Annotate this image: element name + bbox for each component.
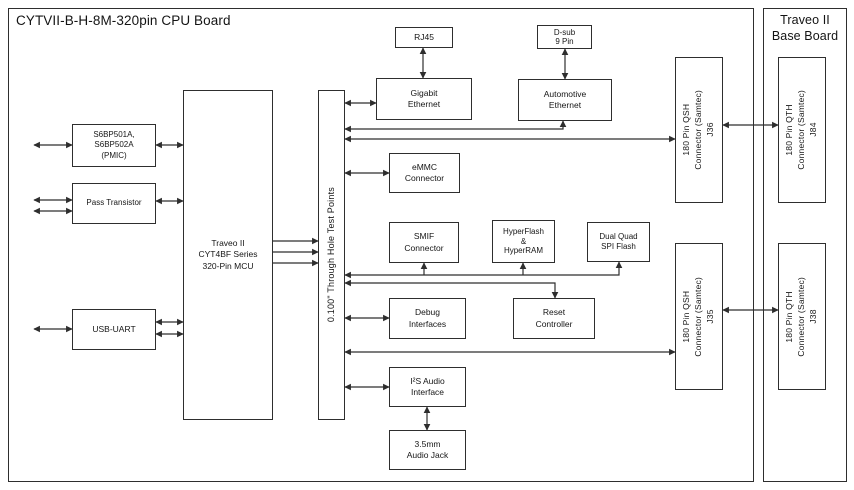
rj45-block: RJ45 — [395, 27, 453, 48]
j35-connector: 180 Pin QSH Connector (Samtec) J35 — [675, 243, 723, 390]
smif-label: SMIF Connector — [404, 231, 444, 253]
j84-connector: 180 Pin QTH Connector (Samtec) J84 — [778, 57, 826, 203]
dual-quad-spi-block: Dual Quad SPI Flash — [587, 222, 650, 262]
pmic-block: S6BP501A, S6BP502A (PMIC) — [72, 124, 156, 167]
emmc-block: eMMC Connector — [389, 153, 460, 193]
usb-uart-label: USB-UART — [92, 323, 136, 334]
debug-interfaces-label: Debug Interfaces — [408, 307, 447, 329]
cpu-board-outline — [8, 8, 754, 482]
test-points-bar: 0.100" Through Hole Test Points — [318, 90, 345, 420]
j84-label: 180 Pin QTH Connector (Samtec) J84 — [784, 90, 818, 170]
rj45-label: RJ45 — [414, 31, 434, 42]
j38-label: 180 Pin QTH Connector (Samtec) J38 — [784, 276, 818, 357]
emmc-label: eMMC Connector — [404, 161, 445, 183]
dsub-label: D-sub 9 Pin — [553, 27, 576, 46]
cpu-board-title: CYTVII-B-H-8M-320pin CPU Board — [16, 13, 231, 28]
automotive-ethernet-block: Automotive Ethernet — [518, 79, 612, 121]
audio-jack-label: 3.5mm Audio Jack — [406, 438, 449, 460]
dual-quad-spi-label: Dual Quad SPI Flash — [599, 231, 638, 251]
automotive-ethernet-label: Automotive Ethernet — [543, 88, 587, 110]
i2s-audio-label: I²S Audio Interface — [410, 375, 445, 397]
base-board-title: Traveo II Base Board — [771, 13, 839, 43]
j36-label: 180 Pin QSH Connector (Samtec) J36 — [681, 90, 715, 170]
reset-controller-block: Reset Controller — [513, 298, 595, 339]
debug-interfaces-block: Debug Interfaces — [389, 298, 466, 339]
pass-transistor-block: Pass Transistor — [72, 183, 156, 224]
j36-connector: 180 Pin QSH Connector (Samtec) J36 — [675, 57, 723, 203]
gigabit-ethernet-block: Gigabit Ethernet — [376, 78, 472, 120]
audio-jack-block: 3.5mm Audio Jack — [389, 430, 466, 470]
dsub-block: D-sub 9 Pin — [537, 25, 592, 49]
j38-connector: 180 Pin QTH Connector (Samtec) J38 — [778, 243, 826, 390]
test-points-label: 0.100" Through Hole Test Points — [326, 187, 337, 323]
pass-transistor-label: Pass Transistor — [86, 198, 142, 208]
hyperflash-block: HyperFlash & HyperRAM — [492, 220, 555, 263]
smif-block: SMIF Connector — [389, 222, 459, 263]
hyperflash-label: HyperFlash & HyperRAM — [503, 227, 544, 256]
i2s-audio-block: I²S Audio Interface — [389, 367, 466, 407]
gigabit-ethernet-label: Gigabit Ethernet — [407, 87, 441, 109]
mcu-label: Traveo II CYT4BF Series 320-Pin MCU — [198, 238, 258, 271]
usb-uart-block: USB-UART — [72, 309, 156, 350]
j35-label: 180 Pin QSH Connector (Samtec) J35 — [681, 276, 715, 357]
pmic-label: S6BP501A, S6BP502A (PMIC) — [93, 129, 135, 160]
mcu-block: Traveo II CYT4BF Series 320-Pin MCU — [183, 90, 273, 420]
base-board-outline — [763, 8, 847, 482]
reset-controller-label: Reset Controller — [535, 307, 573, 329]
